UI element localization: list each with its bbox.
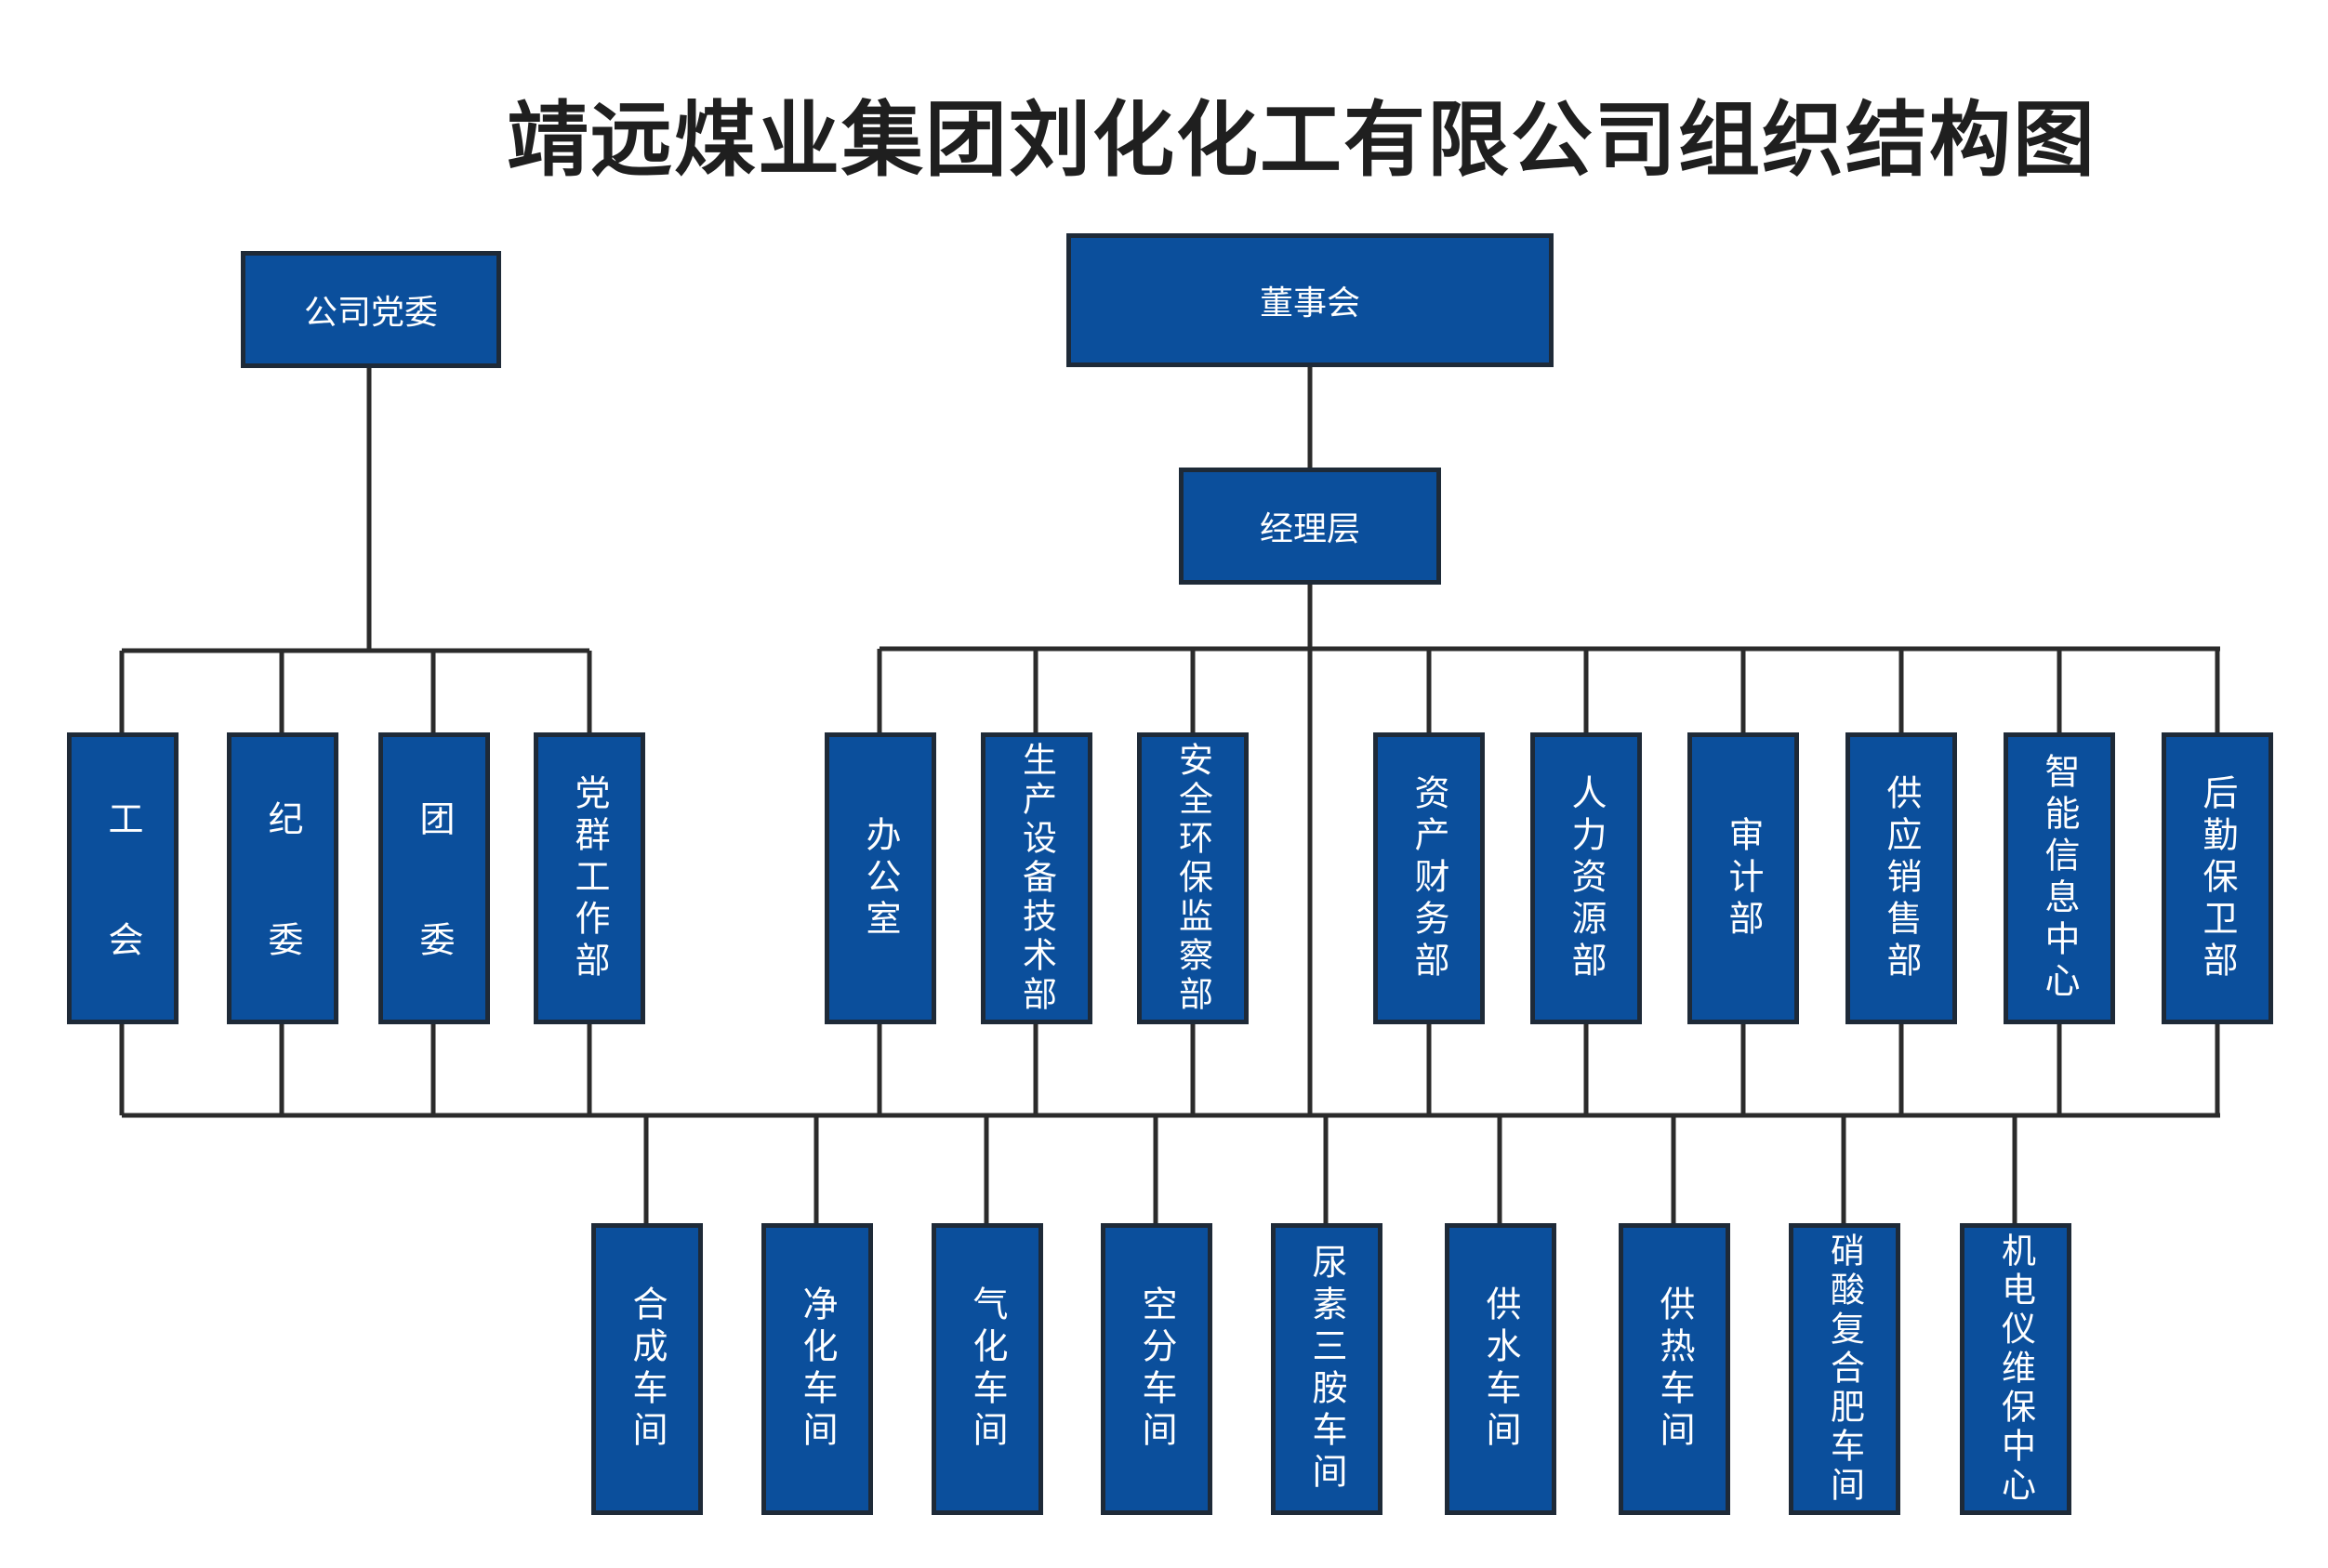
node-label: 工会 [102,800,143,1042]
node-heat-supply[interactable]: 供热车间 [1619,1223,1730,1515]
node-label: 安全环保监察部 [1172,742,1213,1015]
node-label: 人力资源部 [1566,773,1607,983]
node-label: 合成车间 [627,1285,668,1453]
node-label: 空分车间 [1136,1285,1177,1453]
node-label: 公司党委 [303,294,438,332]
node-management[interactable]: 经理层 [1179,468,1441,585]
node-label: 经理层 [1259,510,1360,548]
node-label: 后勤保卫部 [2197,773,2238,983]
node-logistics[interactable]: 后勤保卫部 [2162,732,2273,1024]
node-label: 纪委 [262,800,303,1042]
node-label: 团委 [414,800,455,1042]
node-youth-league[interactable]: 团委 [378,732,490,1042]
node-label: 办公室 [860,815,901,942]
node-label: 硝酸复合肥车间 [1824,1232,1865,1506]
node-gasification[interactable]: 气化车间 [932,1223,1043,1515]
node-board[interactable]: 董事会 [1066,233,1554,367]
node-synthesis[interactable]: 合成车间 [591,1223,703,1515]
node-finance[interactable]: 资产财务部 [1373,732,1485,1024]
node-nitrate-fertilizer[interactable]: 硝酸复合肥车间 [1789,1223,1900,1515]
page-title: 靖远煤业集团刘化化工有限公司组织结构图 [506,92,2097,188]
node-discipline[interactable]: 纪委 [227,732,338,1042]
node-label: 资产财务部 [1409,773,1449,983]
node-supply-sales[interactable]: 供应销售部 [1845,732,1957,1024]
node-label: 党群工作部 [569,773,610,983]
node-purification[interactable]: 净化车间 [761,1223,873,1515]
node-label: 审计部 [1723,815,1764,942]
node-water-supply[interactable]: 供水车间 [1445,1223,1556,1515]
node-union[interactable]: 工会 [67,732,179,1042]
node-label: 尿素三胺车间 [1306,1244,1347,1495]
node-label: 董事会 [1259,284,1360,323]
node-party-committee[interactable]: 公司党委 [241,251,501,368]
node-maintenance-center[interactable]: 机电仪维保中心 [1960,1223,2071,1515]
node-label: 净化车间 [797,1285,838,1453]
node-label: 供热车间 [1654,1285,1695,1453]
node-label: 供应销售部 [1881,773,1922,983]
node-urea-melamine[interactable]: 尿素三胺车间 [1271,1223,1382,1515]
node-label: 生产设备技术部 [1016,742,1057,1015]
node-label: 气化车间 [967,1285,1008,1453]
node-label: 智能信息中心 [2039,753,2080,1004]
node-safety[interactable]: 安全环保监察部 [1137,732,1249,1024]
node-audit[interactable]: 审计部 [1687,732,1799,1024]
node-production[interactable]: 生产设备技术部 [981,732,1092,1024]
node-office[interactable]: 办公室 [825,732,936,1024]
node-air-separation[interactable]: 空分车间 [1101,1223,1212,1515]
node-hr[interactable]: 人力资源部 [1530,732,1642,1024]
node-label: 机电仪维保中心 [1995,1232,2036,1506]
node-label: 供水车间 [1480,1285,1521,1453]
node-party-mass[interactable]: 党群工作部 [534,732,645,1024]
node-info-center[interactable]: 智能信息中心 [2004,732,2115,1024]
